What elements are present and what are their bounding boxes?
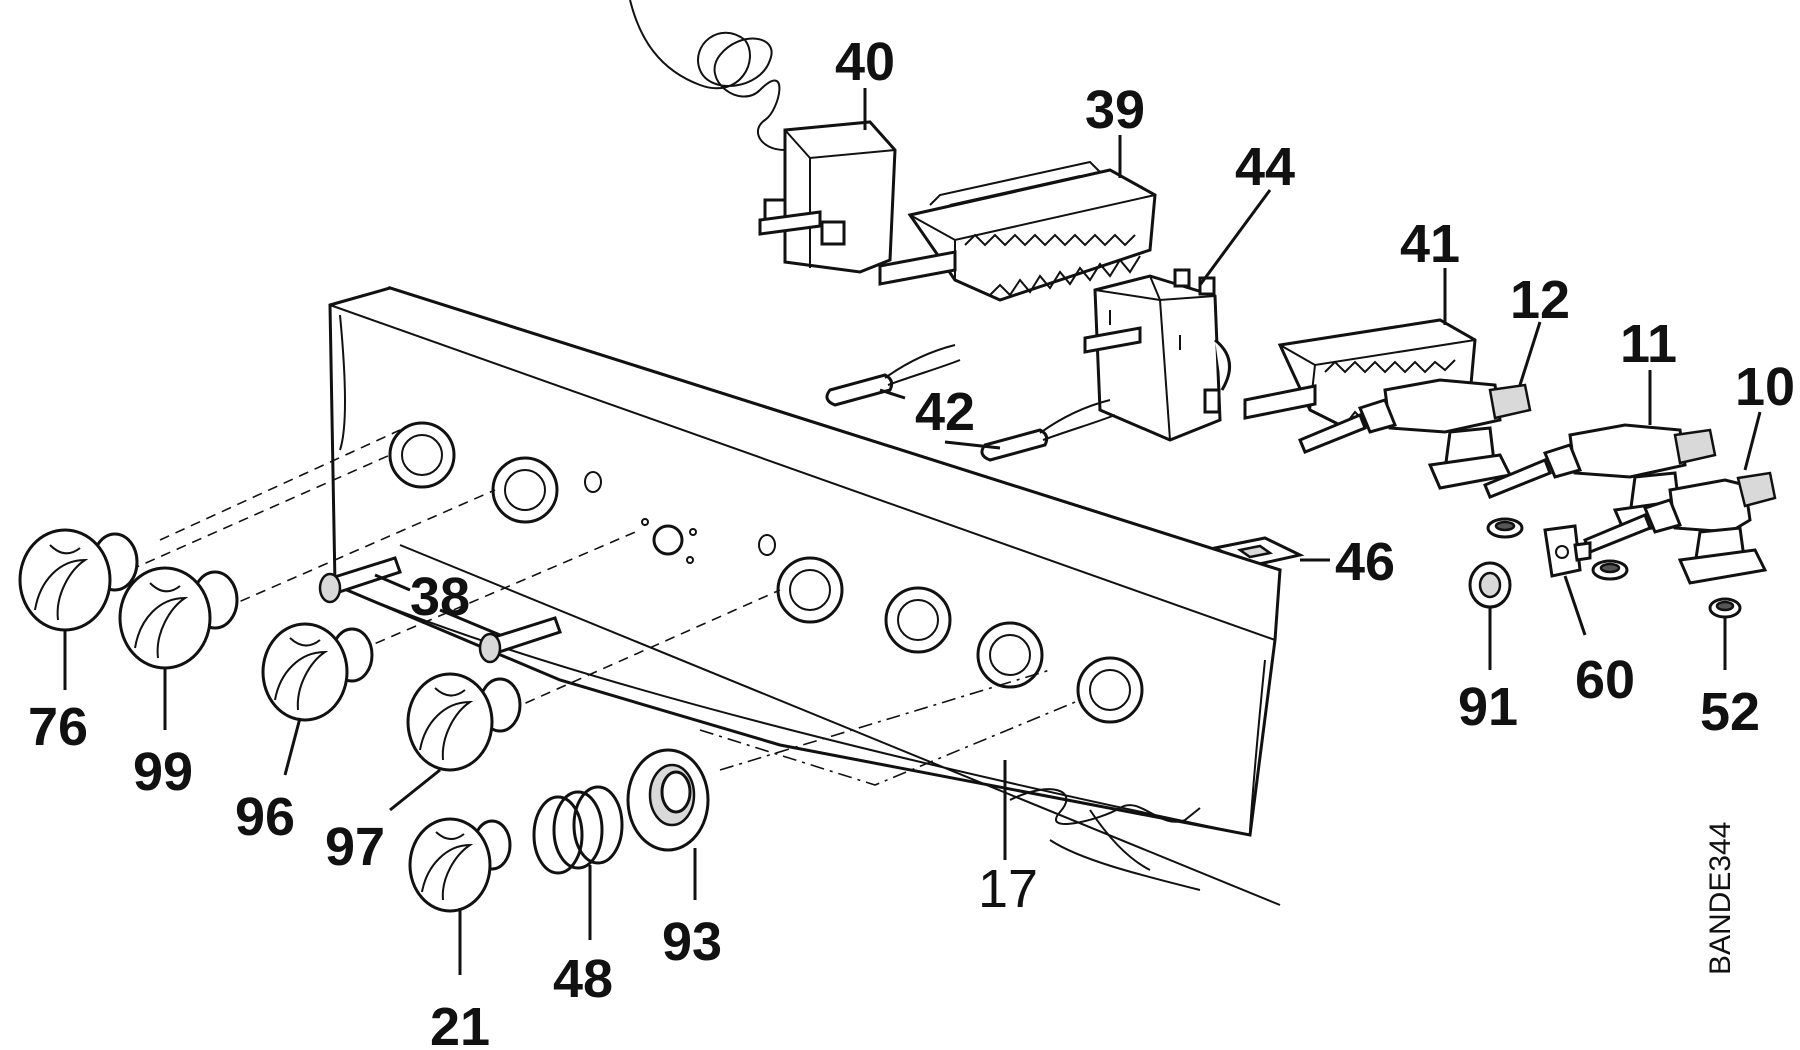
energy-regulator-part-44 — [1083, 268, 1231, 442]
thermostat-part-40 — [629, 0, 897, 274]
sensor-part-42 — [825, 344, 1116, 462]
callout-labels: 40 39 44 41 12 11 10 42 46 38 76 99 96 9… — [28, 32, 1795, 1050]
washer-part-52 — [1708, 597, 1742, 619]
selector-switch-part-39 — [878, 160, 1157, 302]
control-knob-part-97 — [406, 672, 522, 772]
callout-38: 38 — [410, 567, 470, 627]
spring-part-48 — [532, 785, 624, 875]
panel-opening — [1076, 656, 1144, 724]
spacer-part-91 — [1468, 561, 1512, 609]
callout-42: 42 — [915, 382, 975, 442]
gas-tap-part-12 — [1298, 378, 1532, 490]
panel-opening — [884, 586, 952, 654]
control-knob-part-21 — [408, 817, 512, 913]
callout-17: 17 — [978, 859, 1038, 919]
panel-opening — [491, 456, 559, 524]
callout-91: 91 — [1458, 677, 1518, 737]
leader-lines — [63, 88, 1762, 975]
washer-part-extra — [1591, 559, 1629, 581]
control-knob-part-76 — [18, 528, 139, 632]
callout-40: 40 — [835, 32, 895, 92]
washer-part-small — [1486, 517, 1524, 539]
callout-93: 93 — [662, 912, 722, 972]
callout-48: 48 — [553, 949, 613, 1009]
callout-41: 41 — [1400, 214, 1460, 274]
callout-46: 46 — [1335, 532, 1395, 592]
panel-opening — [776, 556, 844, 624]
bracket-part-46 — [1210, 536, 1305, 568]
clip-part-60 — [1543, 524, 1592, 578]
control-knob-part-96 — [261, 622, 374, 722]
callout-97: 97 — [325, 817, 385, 877]
callout-21: 21 — [430, 997, 490, 1050]
indicator-lamp-part-38 — [318, 556, 562, 664]
control-panel-part-17 — [328, 285, 1282, 891]
control-knob-part-99 — [118, 566, 239, 670]
callout-39: 39 — [1085, 80, 1145, 140]
gas-tap-part-10 — [1583, 471, 1777, 585]
brand-signature-logo — [1009, 788, 1201, 891]
callout-52: 52 — [1700, 682, 1760, 742]
callout-96: 96 — [235, 787, 295, 847]
panel-opening — [388, 421, 456, 489]
callout-11: 11 — [1620, 314, 1677, 374]
callout-44: 44 — [1235, 137, 1295, 197]
callout-10: 10 — [1735, 357, 1795, 417]
callout-99: 99 — [133, 742, 193, 802]
bezel-ring-part-93 — [626, 748, 710, 852]
alignment-lines — [129, 429, 1281, 906]
drawing-code: BANDE344 — [1704, 822, 1737, 975]
callout-60: 60 — [1575, 650, 1635, 710]
callout-12: 12 — [1510, 270, 1570, 330]
panel-opening — [976, 621, 1044, 689]
callout-76: 76 — [28, 697, 88, 757]
